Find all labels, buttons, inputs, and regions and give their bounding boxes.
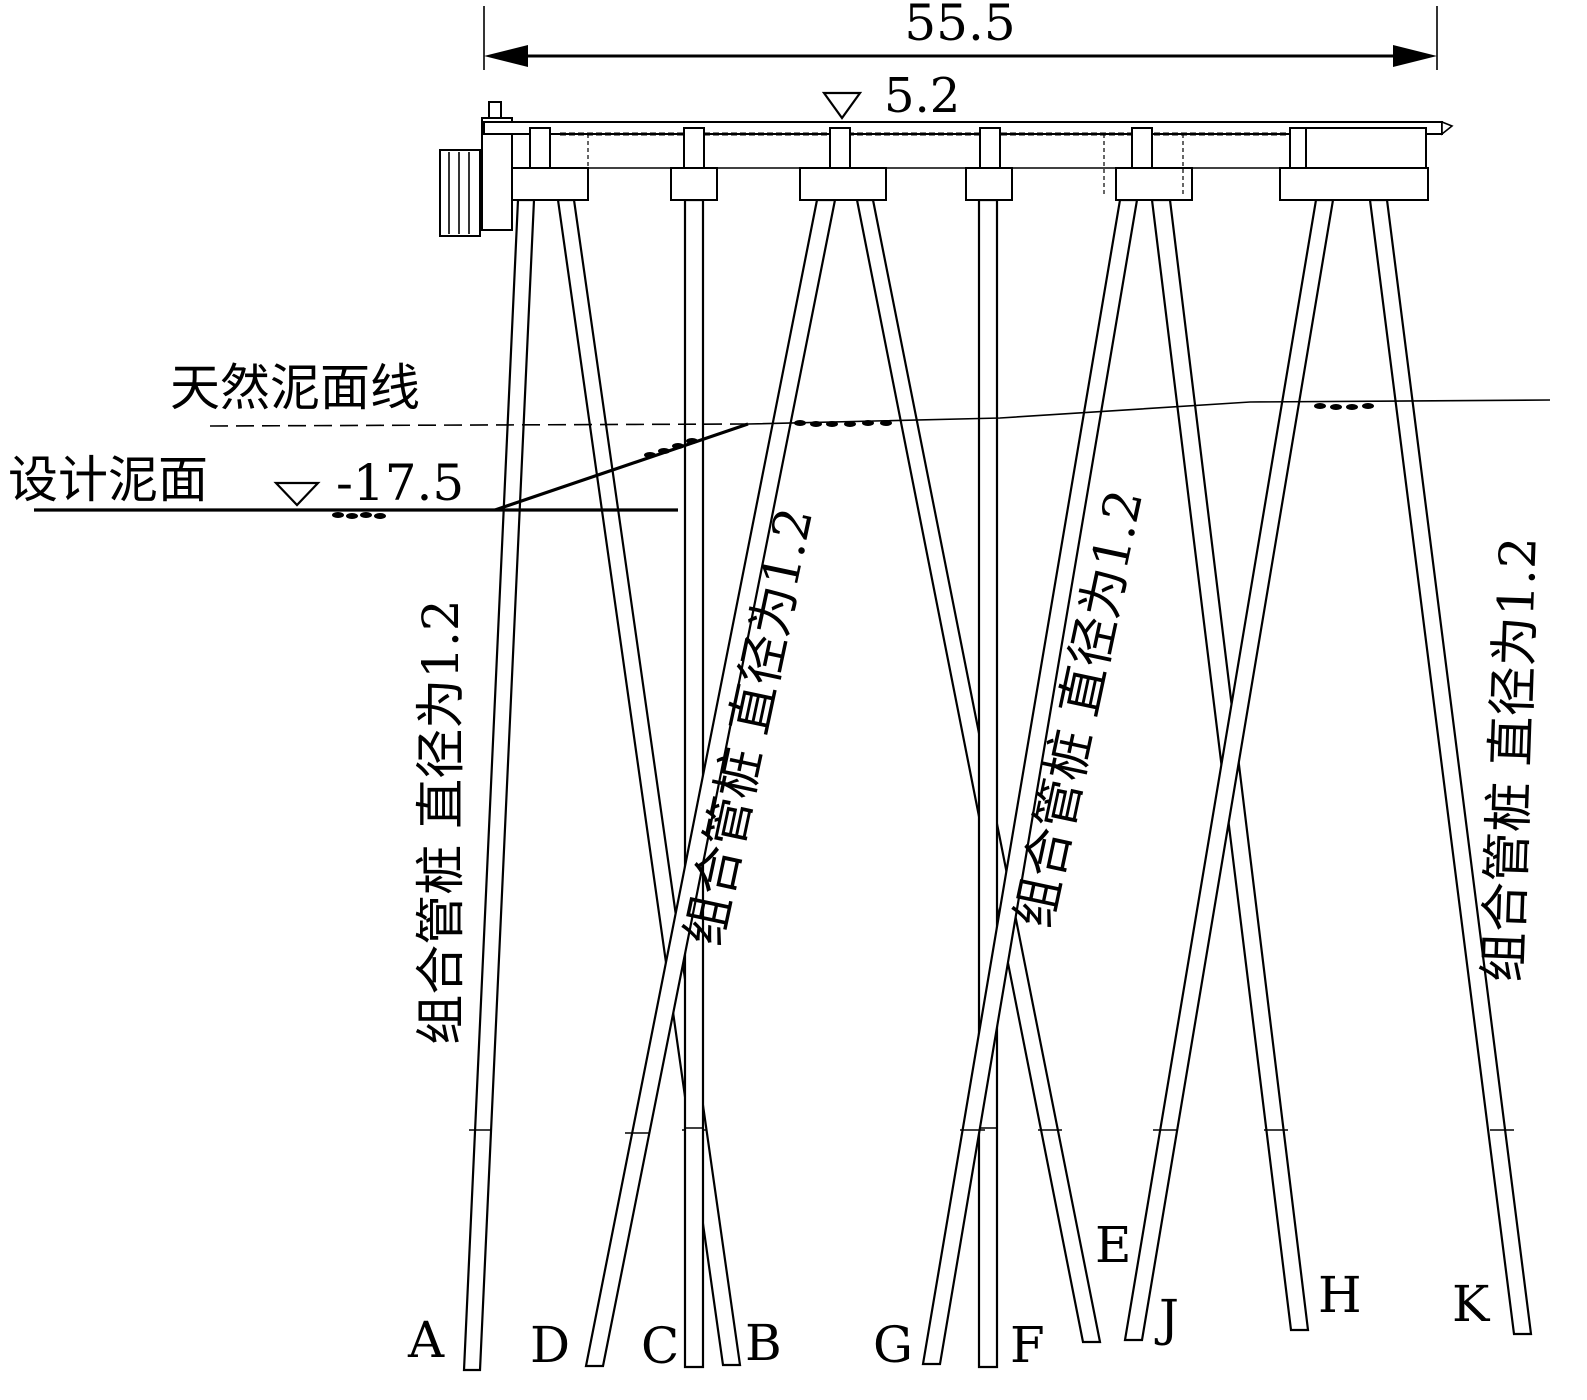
natural-mudline-label: 天然泥面线: [170, 359, 420, 417]
pile-label-E: E: [1095, 1216, 1132, 1274]
pile-F: [977, 198, 999, 1369]
design-mudline-elevation: -17.5: [336, 454, 464, 512]
overall-dimension: 55.5: [483, 0, 1438, 70]
arrow-left-icon: [484, 45, 528, 67]
pile-cap: [511, 167, 589, 201]
pile-cap: [1115, 167, 1193, 201]
pile-A: [462, 198, 536, 1372]
design-mudline-label: 设计泥面: [8, 451, 208, 509]
pile-label-D: D: [530, 1316, 570, 1374]
pile-label-F: F: [1010, 1316, 1045, 1374]
elevation-triangle-icon: [273, 481, 321, 507]
pile-note: 组合管桩 直径为1.2: [412, 599, 470, 1044]
bollard-icon: [488, 101, 502, 119]
pile-label-C: C: [641, 1317, 679, 1375]
pile-label-J: J: [1154, 1289, 1179, 1347]
fender: [439, 149, 481, 237]
arrow-right-icon: [1393, 45, 1437, 67]
dredge-slope: [494, 422, 749, 512]
pile-G: [921, 198, 1139, 1366]
pile-note: 组合管桩 直径为1.2: [1005, 485, 1154, 933]
pile-label-H: H: [1318, 1266, 1362, 1324]
elevation-triangle-icon: [821, 91, 863, 120]
overall-width-label: 55.5: [904, 0, 1015, 52]
pile-cap: [965, 167, 1013, 201]
deck-elevation-marker: 5.2: [821, 68, 960, 124]
deck-elevation-label: 5.2: [884, 68, 960, 124]
mudlines: 天然泥面线 设计泥面 -17.5: [8, 359, 1551, 519]
pile-cap: [1279, 167, 1429, 201]
piles: [462, 198, 1533, 1372]
pile-labels: A B C D E F G H J K: [407, 1216, 1491, 1375]
pile-J: [1123, 198, 1335, 1342]
pile-label-A: A: [407, 1311, 445, 1369]
natural-mudline: [209, 423, 749, 427]
pile-label-B: B: [745, 1314, 782, 1372]
pile-label-G: G: [873, 1316, 913, 1374]
pile-cap: [670, 167, 718, 201]
pile-note: 组合管桩 直径为1.2: [1474, 536, 1548, 983]
deck: [439, 101, 1454, 237]
pile-label-K: K: [1452, 1275, 1491, 1333]
pile-cap: [799, 167, 887, 201]
